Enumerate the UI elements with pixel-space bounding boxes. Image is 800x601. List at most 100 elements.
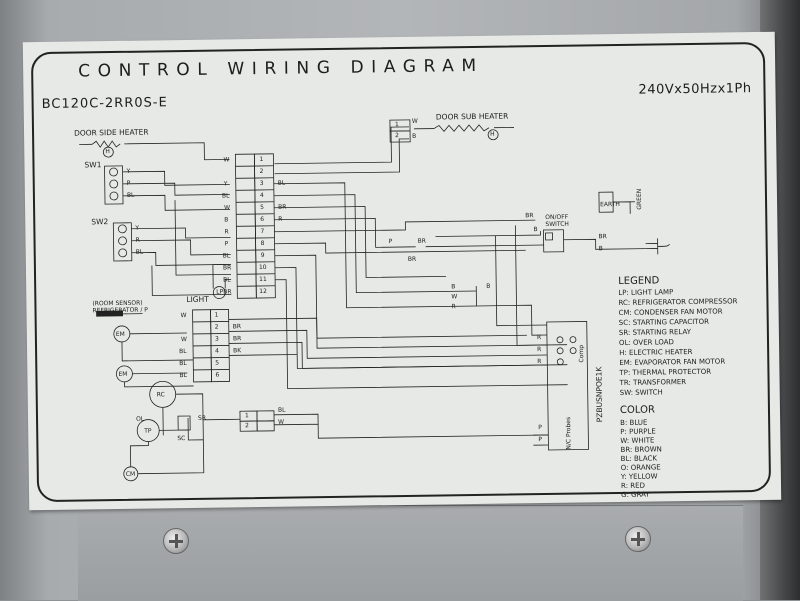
legend-item: OL: OVER LOAD xyxy=(618,338,674,347)
rc-label: RC xyxy=(156,391,165,399)
heater-terminal-2: 2 xyxy=(395,132,399,140)
nc-probes-label: N/C Probes xyxy=(565,416,573,450)
wire-color: BL xyxy=(222,252,231,260)
screw-right xyxy=(625,526,651,552)
legend-item: SW: SWITCH xyxy=(619,388,663,397)
wire-color: BL xyxy=(179,348,187,356)
legend-item: H: ELECTRIC HEATER xyxy=(619,347,693,357)
wire-color: B xyxy=(451,283,456,291)
wire-color: R xyxy=(536,334,542,342)
wire-color: P xyxy=(538,436,543,444)
wire-color: BL xyxy=(277,406,286,414)
wire-color: R xyxy=(537,346,542,354)
door-sub-heater-label: DOOR SUB HEATER xyxy=(435,111,509,122)
wire-color: B xyxy=(598,245,603,253)
legend-title: LEGEND xyxy=(618,275,660,287)
controller-label: PZBUSNPOE1K xyxy=(594,366,605,423)
main-terminal-5: 5 xyxy=(260,203,264,211)
color-key-item: R: RED xyxy=(620,481,645,490)
cm-label: CM xyxy=(125,470,136,478)
wire-color: R xyxy=(537,358,542,366)
sub-terminal-2: 2 xyxy=(245,422,250,430)
wire-color: B xyxy=(486,282,491,290)
em2-label: EM xyxy=(118,370,128,378)
wire-color: BL xyxy=(223,276,231,284)
wire-color: W xyxy=(411,117,418,125)
wire-color: W xyxy=(180,336,187,344)
tp-label: TP xyxy=(144,427,152,435)
power-rating: 240Vx50Hzx1Ph xyxy=(638,81,752,98)
color-key-item: G: GRAY xyxy=(621,490,650,499)
wire-color: P xyxy=(388,238,393,246)
legend-item: LP: LIGHT LAMP xyxy=(618,288,674,297)
wire-color: BR xyxy=(598,233,607,241)
wire-color: BK xyxy=(233,347,242,355)
sw2-label: SW2 xyxy=(91,217,109,227)
wire-color: Y xyxy=(126,167,131,175)
wire-color: B xyxy=(224,216,229,224)
light-lp-label: LP xyxy=(216,288,224,296)
sensor-terminal-2: 2 xyxy=(214,323,219,331)
main-terminal-2: 2 xyxy=(259,167,264,175)
main-terminal-11: 11 xyxy=(259,275,267,283)
color-key-item: B: BLUE xyxy=(620,418,648,427)
main-terminal-6: 6 xyxy=(260,215,265,223)
wire-color: BR xyxy=(223,288,232,296)
legend-item: SR: STARTING RELAY xyxy=(618,327,692,337)
wire-color: W xyxy=(278,418,285,426)
sensor-terminal-block xyxy=(192,309,230,383)
wire-color: P xyxy=(538,424,542,432)
wire-color: BL xyxy=(126,191,135,199)
wire-color: BL xyxy=(135,248,144,256)
heater-terminal-1: 1 xyxy=(394,121,399,129)
model-number: BC120C-2RR0S-E xyxy=(41,95,168,113)
wire-color: W xyxy=(180,312,187,320)
sensor-terminal-3: 3 xyxy=(214,335,219,343)
wire-color: BL xyxy=(221,192,230,200)
wire-color: Y xyxy=(223,180,228,188)
sr-label: SR xyxy=(197,414,207,422)
wire-color: R xyxy=(278,215,283,223)
wire-color: W xyxy=(224,204,231,212)
color-key-item: Y: YELLOW xyxy=(620,472,658,481)
color-key-item: BR: BROWN xyxy=(620,445,662,454)
sensor-terminal-4: 4 xyxy=(215,347,219,355)
wire-color: BL xyxy=(179,372,187,380)
wire-color: R xyxy=(135,236,140,244)
main-terminal-1: 1 xyxy=(259,155,264,163)
light-label: LIGHT xyxy=(186,294,209,305)
main-terminal-3: 3 xyxy=(259,179,264,187)
color-key-item: BL: BLACK xyxy=(620,454,657,463)
wire-color: BR xyxy=(525,212,534,220)
em1-label: EM xyxy=(115,330,125,339)
main-terminal-8: 8 xyxy=(260,239,265,247)
legend-item: TR: TRANSFORMER xyxy=(619,378,687,387)
main-terminal-10: 10 xyxy=(258,263,267,271)
wire-color: W xyxy=(223,156,230,164)
sensor-terminal-1: 1 xyxy=(214,311,219,319)
wire-color: BR xyxy=(222,264,232,272)
main-terminal-9: 9 xyxy=(260,251,265,259)
sw1-label: SW1 xyxy=(84,160,102,170)
wire-color: W xyxy=(451,293,458,301)
sub-heater-h-label: H xyxy=(490,130,495,138)
wire-color: BL xyxy=(277,179,286,187)
wire-color: B xyxy=(412,132,417,140)
sub-terminal-1: 1 xyxy=(244,412,249,420)
comp-label: Comp xyxy=(578,344,586,363)
wire-color: P xyxy=(224,240,229,248)
wire-color: R xyxy=(451,303,456,311)
main-terminal-7: 7 xyxy=(260,227,265,235)
switch-label: SWITCH xyxy=(545,220,569,228)
color-key-item: W: WHITE xyxy=(620,436,655,445)
earth-label: EARTH xyxy=(600,200,620,209)
cover-plate xyxy=(78,505,743,601)
wire-color: BR xyxy=(232,335,242,343)
legend-item: TP: THERMAL PROTECTOR xyxy=(619,367,712,377)
wiring-schematic xyxy=(79,119,670,482)
legend-item: EM: EVAPORATOR FAN MOTOR xyxy=(619,357,726,367)
controller-box xyxy=(546,321,589,451)
main-terminal-12: 12 xyxy=(259,287,267,295)
wire-color: BR xyxy=(407,255,417,263)
color-key-item: O: ORANGE xyxy=(620,463,661,472)
